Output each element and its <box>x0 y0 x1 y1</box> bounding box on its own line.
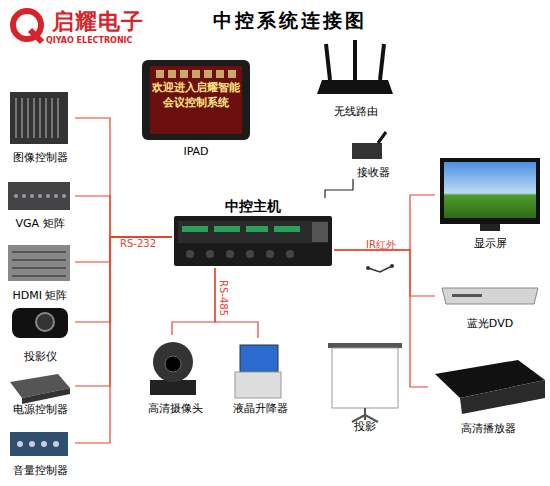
ipad-node: 欢迎进入启耀智能 会议控制系统IPAD <box>138 58 254 158</box>
device-node: VGA 矩阵 <box>5 178 75 230</box>
dvd-illustration <box>442 288 538 304</box>
device-node: 蓝光DVD <box>435 280 545 330</box>
device-node: 图像控制器 <box>5 88 75 164</box>
device-label: 蓝光DVD <box>425 317 550 330</box>
wire-connector <box>215 268 258 338</box>
lcd-lifter-illustration <box>235 345 281 398</box>
wire-connector <box>75 118 172 237</box>
device-label: 图像控制器 <box>0 151 85 164</box>
logo-subtext: QIYAO ELECTRONIC <box>46 36 132 45</box>
receiver-illustration <box>352 132 386 159</box>
host-node: 中控主机 <box>172 198 334 268</box>
camera-illustration <box>150 342 196 395</box>
projection-screen-illustration <box>328 343 402 422</box>
device-node: 液晶升降器 <box>225 338 295 415</box>
hdmi-matrix-illustration <box>8 245 70 281</box>
device-node: 高清播放器 <box>428 355 548 435</box>
device-node: 投影 <box>325 340 405 433</box>
wire-connector <box>334 250 435 296</box>
player-illustration <box>435 360 545 414</box>
ir-emitter-symbol <box>366 264 394 272</box>
device-label: 投影仪 <box>0 350 85 363</box>
signal-label: RS-232 <box>120 238 156 249</box>
device-node: 显示屏 <box>435 155 545 250</box>
wire-connector <box>75 196 172 237</box>
image-controller-illustration <box>10 92 68 144</box>
projector-illustration <box>12 308 68 338</box>
router-illustration <box>317 40 393 94</box>
device-node: 高清摄像头 <box>140 335 210 415</box>
device-node: 投影仪 <box>5 303 75 363</box>
device-label: 中控主机 <box>162 198 344 214</box>
receiver-node: 接收器 <box>345 135 401 179</box>
device-label: 液晶升降器 <box>215 402 305 415</box>
vga-matrix-illustration <box>8 182 70 210</box>
device-label: 高清摄像头 <box>130 402 220 415</box>
device-node: 电源控制器 <box>5 368 75 416</box>
device-label: 音量控制器 <box>0 464 85 477</box>
wire-connector <box>75 237 172 386</box>
device-label: 接收器 <box>335 166 411 179</box>
logo-text: 启耀电子 <box>52 7 144 37</box>
signal-label: RS-485 <box>218 280 229 316</box>
wire-connector <box>334 250 428 387</box>
tv-illustration <box>440 158 540 231</box>
ipad-illustration <box>142 60 250 140</box>
volume-controller-illustration <box>10 432 68 456</box>
screen-text: 欢迎进入启耀智能 会议控制系统 <box>150 80 242 110</box>
wire-connector <box>172 268 215 335</box>
device-label: 电源控制器 <box>0 403 85 416</box>
wire-connector <box>325 179 353 198</box>
device-label: 投影 <box>315 420 415 433</box>
logo-mark <box>13 11 42 42</box>
diagram-title: 中控系统连接图 <box>170 8 410 34</box>
device-node: 音量控制器 <box>5 425 75 477</box>
wire-connector <box>75 237 172 262</box>
device-node: HDMI 矩阵 <box>5 240 75 302</box>
host-illustration <box>174 216 332 266</box>
signal-label: IR红外 <box>366 238 396 252</box>
device-label: HDMI 矩阵 <box>0 289 85 302</box>
router-node: 无线路由 <box>318 38 394 118</box>
device-label: 显示屏 <box>425 237 550 250</box>
device-label: 高清播放器 <box>418 422 550 435</box>
power-controller-illustration <box>10 374 70 404</box>
device-label: 无线路由 <box>308 105 404 118</box>
wire-connector <box>75 237 172 322</box>
device-label: VGA 矩阵 <box>0 217 85 230</box>
device-label: IPAD <box>128 145 264 158</box>
